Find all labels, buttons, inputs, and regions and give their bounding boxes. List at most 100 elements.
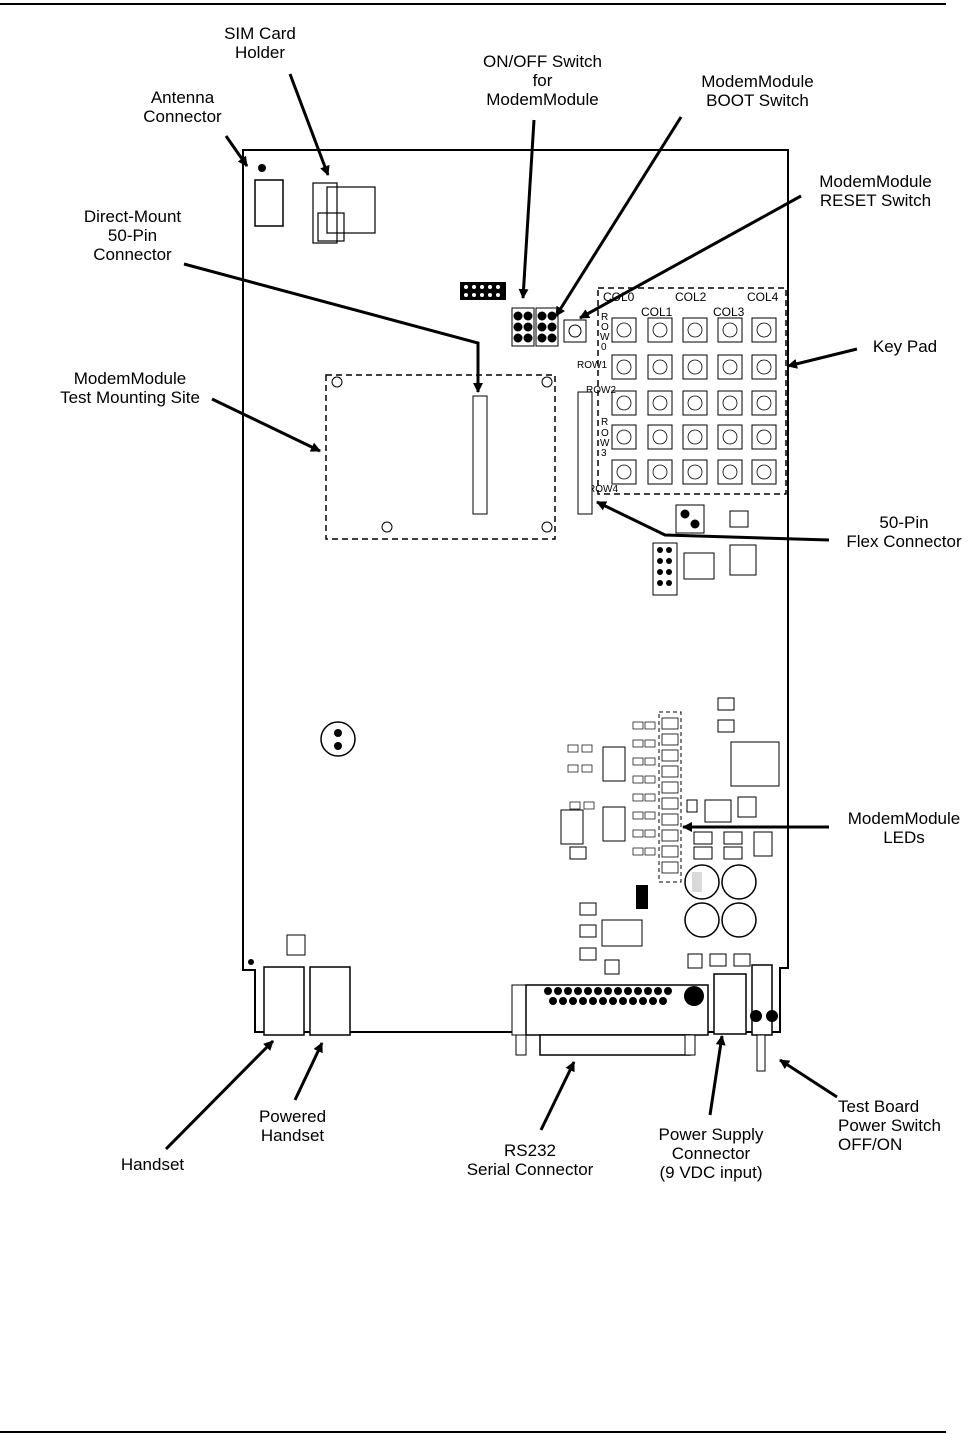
callout-line: Connector	[93, 245, 172, 264]
direct-mount-connector	[472, 395, 488, 515]
callout-line: 50-Pin	[879, 513, 929, 532]
keypad-outline	[597, 287, 787, 495]
callout-line: ModemModule	[73, 369, 187, 388]
callout-line: ModemModule	[847, 809, 961, 828]
arrow-antenna	[224, 135, 249, 167]
row1-label: ROW1	[577, 360, 607, 371]
callout-line: (9 VDC input)	[659, 1163, 763, 1182]
row0-w: W	[600, 332, 610, 343]
sim-card-holder	[312, 182, 376, 244]
power-supply-label: Power Supply Connector (9 VDC input)	[636, 1125, 786, 1182]
pin-header-top	[460, 282, 506, 300]
callout-line: RS232	[504, 1141, 556, 1160]
key-pad-label: Key Pad	[860, 337, 950, 356]
col3-label: COL3	[713, 305, 745, 319]
callout-line: BOOT Switch	[706, 91, 809, 110]
mounting-holes	[331, 376, 553, 533]
callout-line: LEDs	[883, 828, 925, 847]
power-switch-label: Test Board Power Switch OFF/ON	[838, 1097, 974, 1154]
row3-w: W	[600, 438, 610, 449]
callout-line: Connector	[143, 107, 222, 126]
board-outline	[242, 149, 789, 1033]
callout-line: ModemModule	[819, 172, 932, 191]
flex-connector-label: 50-Pin Flex Connector	[832, 513, 976, 551]
test-mounting-site	[325, 374, 556, 540]
reset-switch	[563, 319, 587, 343]
led-strip-outline	[658, 711, 682, 883]
row3-o: O	[601, 428, 609, 439]
callout-line: Power Supply	[658, 1125, 764, 1144]
arrow-power-switch	[779, 1058, 838, 1099]
modem-leds-label: ModemModule LEDs	[832, 809, 976, 847]
row0-r: R	[601, 312, 608, 323]
top-rule	[0, 3, 946, 5]
callout-line: for	[532, 71, 553, 90]
rs232-label: RS232 Serial Connector	[440, 1141, 620, 1179]
callout-line: Test Board	[838, 1097, 920, 1116]
callout-line: Connector	[671, 1144, 751, 1163]
callout-line: Serial Connector	[466, 1160, 594, 1179]
callout-line: Antenna	[150, 88, 215, 107]
callout-line: Flex Connector	[846, 532, 962, 551]
direct-mount-label: Direct-Mount 50-Pin Connector	[65, 207, 200, 264]
boot-switch	[535, 307, 559, 347]
on-off-switch	[511, 307, 535, 347]
pin-header-mid	[657, 547, 672, 586]
arrow-keypad	[787, 347, 858, 369]
callout-line: Key Pad	[872, 337, 938, 356]
callout-line: Power Switch	[838, 1116, 941, 1135]
on-off-switch-label: ON/OFF Switch for ModemModule	[460, 52, 625, 109]
callout-line: 50-Pin	[107, 226, 158, 245]
arrow-sim	[288, 73, 330, 176]
row4-label: ROW4	[588, 484, 618, 495]
callout-line: ModemModule	[701, 72, 814, 91]
power-supply-connector	[713, 973, 747, 1035]
row3-r: R	[601, 417, 608, 428]
sim-card-holder-label: SIM Card Holder	[205, 24, 315, 62]
arrow-on-off	[518, 119, 536, 299]
row0-0: 0	[601, 342, 607, 353]
flex-connector	[577, 391, 593, 515]
arrow-reset	[579, 194, 802, 320]
callout-line: OFF/ON	[838, 1135, 903, 1154]
row3-3: 3	[601, 448, 607, 459]
antenna-connector	[254, 164, 284, 227]
callout-line: Handset	[260, 1126, 325, 1145]
handset-jacks	[263, 934, 351, 1036]
test-mounting-site-label: ModemModule Test Mounting Site	[40, 369, 220, 407]
bottom-rule	[0, 1431, 946, 1433]
power-switch	[750, 964, 778, 1072]
boot-switch-label: ModemModule BOOT Switch	[675, 72, 840, 110]
arrow-flex	[596, 500, 830, 542]
resistors	[567, 721, 656, 856]
handset-label: Handset	[100, 1155, 205, 1174]
callout-line: Test Mounting Site	[60, 388, 200, 407]
col4-label: COL4	[747, 290, 779, 304]
keypad-keys	[611, 317, 777, 485]
jumper	[636, 885, 648, 909]
callout-line: SIM Card	[224, 24, 296, 43]
row2-label: ROW2	[586, 385, 616, 396]
antenna-connector-label: Antenna Connector	[130, 88, 235, 126]
callout-line: Direct-Mount	[83, 207, 182, 226]
col1-label: COL1	[641, 305, 673, 319]
rs232-connector	[511, 984, 709, 1056]
callout-line: RESET Switch	[819, 191, 932, 210]
powered-handset-label: Powered Handset	[240, 1107, 345, 1145]
ics	[560, 697, 780, 975]
callout-line: ModemModule	[486, 90, 599, 109]
row0-o: O	[601, 322, 609, 333]
capacitors-large	[684, 864, 757, 938]
arrow-test-site	[211, 397, 321, 453]
arrow-powered-handset	[293, 1042, 324, 1101]
arrow-direct-mount	[183, 262, 483, 393]
col2-label: COL2	[675, 290, 707, 304]
callout-line: ON/OFF Switch	[482, 52, 602, 71]
arrow-boot	[554, 116, 683, 317]
callout-line: Handset	[120, 1155, 185, 1174]
capacitor-left	[320, 721, 356, 757]
arrow-power-supply	[708, 1035, 726, 1116]
reset-switch-label: ModemModule RESET Switch	[798, 172, 953, 210]
keypad-key-circles	[616, 322, 772, 480]
